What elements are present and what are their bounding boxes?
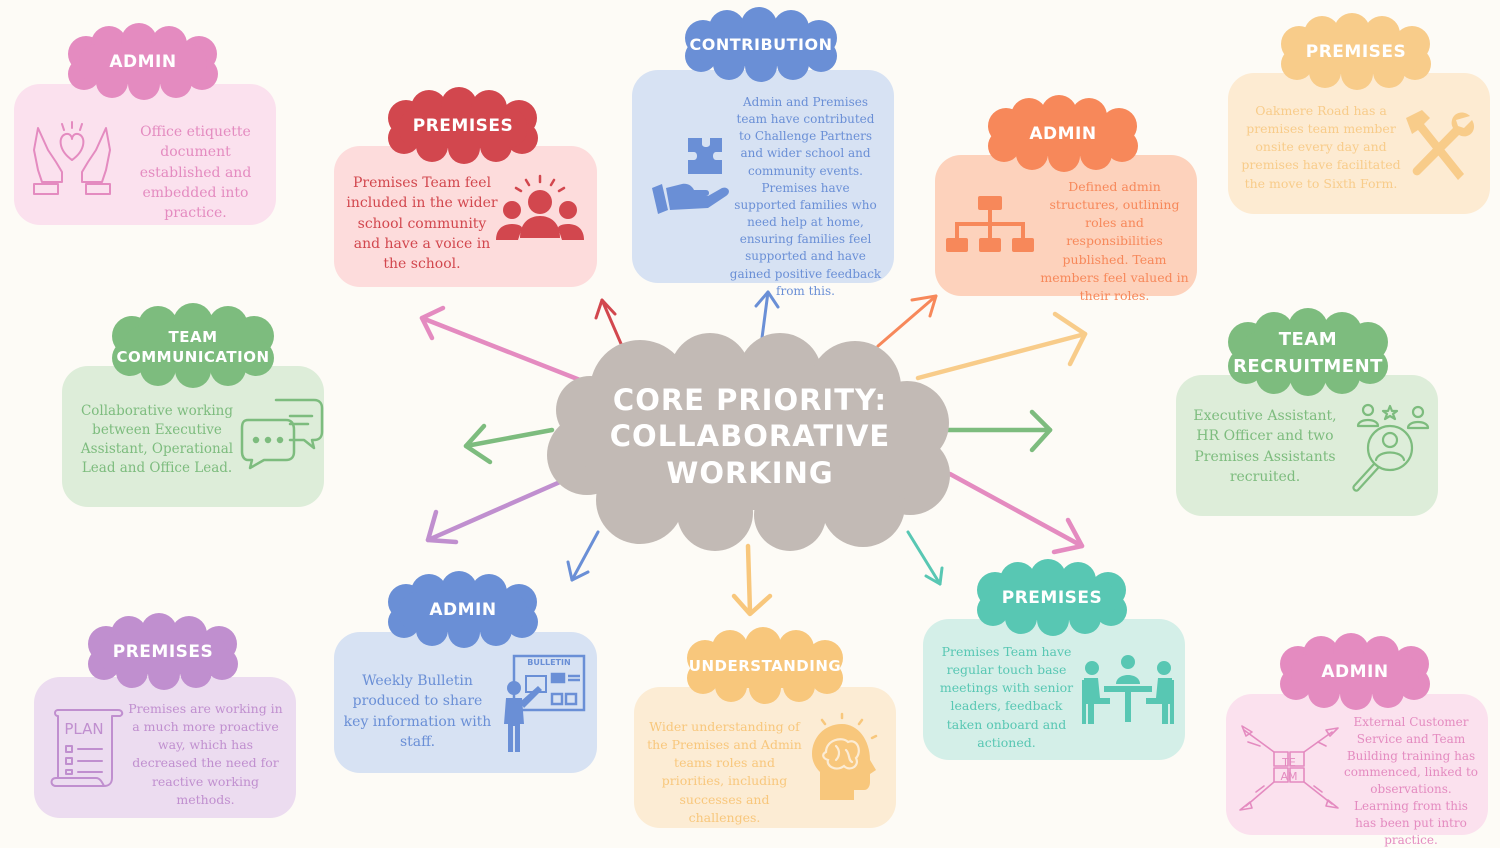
brain-head-icon [806,712,886,804]
center-title-line1: CORE PRIORITY: [612,383,888,417]
premises-community-text: Premises Team feel included in the wider… [346,175,498,273]
arrow-to-admin-bulletin [566,530,600,582]
team-puzzle-hands-icon: TE AM [1234,722,1344,814]
team-communication-cloud: TEAM COMMUNICATION [108,303,278,388]
center-title-line2: COLLABORATIVE WORKING [609,419,891,490]
arrow-to-understanding [731,543,773,617]
arrow-to-premises-meetings [906,530,944,586]
puzzle-hand-icon [648,134,730,218]
admin-structures-title: ADMIN [1029,123,1097,144]
admin-training-card [1226,694,1488,835]
admin-bulletin-text: Weekly Bulletin produced to share key in… [343,673,492,750]
admin-etiquette-text: Office etiquette document established an… [139,124,252,222]
premises-oakmere-title: PREMISES [1305,41,1407,62]
admin-etiquette-title: ADMIN [109,51,177,72]
premises-oakmere-text: Oakmere Road has a premises team member … [1241,103,1401,191]
recruitment-search-icon [1348,402,1432,492]
premises-meetings-title: PREMISES [1001,587,1103,608]
contribution-card [632,70,894,283]
team-icon-label-bottom: AM [1280,770,1297,783]
premises-community-card [334,146,597,287]
community-group-icon [492,172,588,248]
understanding-cloud: UNDERSTANDING [683,627,847,704]
team-recruitment-title-line2: RECRUITMENT [1233,356,1383,377]
contribution-title: CONTRIBUTION [689,35,833,55]
chat-bubbles-icon [240,396,324,470]
admin-structures-text: Defined admin structures, outlining role… [1040,179,1189,303]
team-communication-title-line2: COMMUNICATION [116,348,270,366]
arrow-to-admin-structures [876,294,938,348]
arrow-to-team-recruitment [943,409,1053,453]
arrow-to-premises-proactive [425,479,563,545]
admin-etiquette-card [14,84,276,225]
premises-proactive-text: Premises are working in a much more proa… [128,701,283,807]
team-communication-text: Collaborative working between Executive … [80,403,234,477]
team-recruitment-cloud: TEAM RECRUITMENT [1224,308,1392,396]
arrow-to-contribution [754,290,780,340]
hammer-wrench-icon [1400,108,1480,184]
premises-proactive-title: PREMISES [112,641,214,662]
understanding-text: Wider understanding of the Premises and … [647,719,802,825]
premises-community-cloud: PREMISES [384,87,542,164]
admin-bulletin-cloud: ADMIN [384,571,542,648]
understanding-title: UNDERSTANDING [688,656,842,675]
arrow-to-premises-community [419,305,588,385]
premises-meetings-text: Premises Team have regular touch base me… [939,644,1074,750]
premises-community-title: PREMISES [412,115,514,136]
meeting-table-icon [1080,654,1176,726]
arrow-to-premises-top [594,298,624,348]
team-recruitment-title-line1: TEAM [1278,329,1338,350]
premises-meetings-cloud: PREMISES [973,559,1131,636]
heart-hands-icon [28,120,116,200]
bulletin-board-icon: BULLETIN [498,652,588,756]
plan-icon-label: PLAN [64,720,103,738]
premises-proactive-cloud: PREMISES [84,613,242,690]
arrow-to-admin-training [947,471,1085,555]
contribution-text: Admin and Premises team have contributed… [729,95,882,298]
org-chart-icon [944,194,1036,256]
center-cloud [545,333,955,551]
team-communication-card [62,366,324,507]
team-communication-title-line1: TEAM [168,327,218,346]
premises-proactive-card [34,677,296,818]
arrow-to-team-communication [463,423,555,465]
admin-bulletin-title: ADMIN [429,599,497,620]
admin-training-text: External Customer Service and Team Build… [1344,715,1478,847]
team-recruitment-text: Executive Assistant, HR Officer and two … [1193,408,1337,485]
arrow-to-premises-oakmere [915,311,1088,381]
team-icon-label-top: TE [1281,756,1296,769]
plan-scroll-icon: PLAN [48,706,126,788]
premises-oakmere-cloud: PREMISES [1277,13,1435,90]
admin-structures-cloud: ADMIN [984,95,1142,172]
admin-training-title: ADMIN [1321,661,1389,682]
admin-training-cloud: ADMIN [1276,633,1434,710]
admin-etiquette-cloud: ADMIN [64,23,222,100]
contribution-cloud: CONTRIBUTION [681,7,841,82]
center-title: CORE PRIORITY: COLLABORATIVE WORKING [560,382,940,491]
bulletin-icon-label: BULLETIN [527,658,570,667]
